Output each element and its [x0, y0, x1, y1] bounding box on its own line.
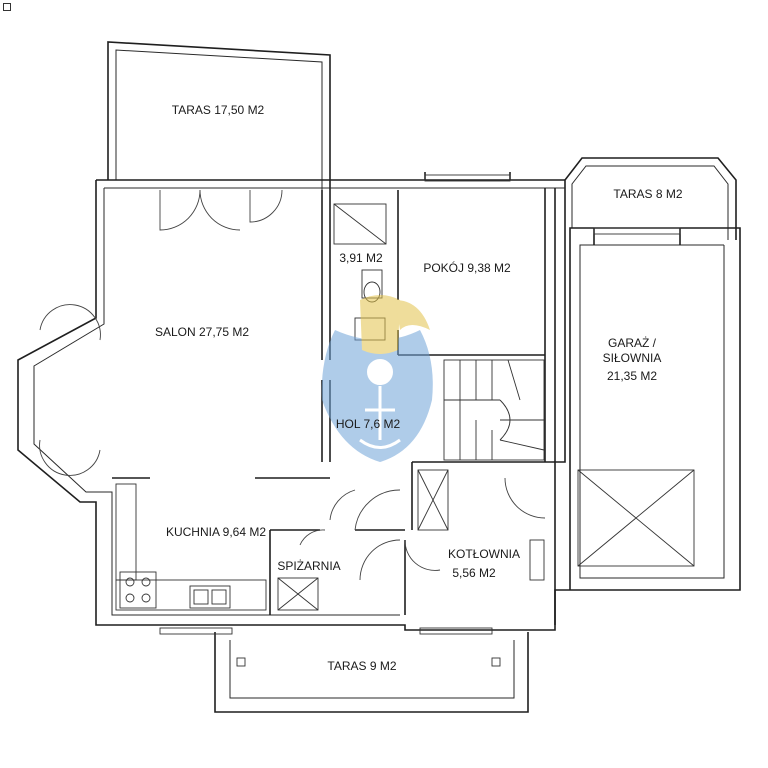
pantry-fixtures [277, 577, 319, 611]
label-lazienka: 3,91 M2 [339, 251, 383, 265]
label-kuchnia: KUCHNIA 9,64 M2 [166, 525, 266, 539]
staircase [443, 359, 545, 461]
label-garaz-3: 21,35 M2 [607, 369, 657, 383]
garage-fixtures [577, 469, 695, 567]
kitchen-counter-bottom [115, 579, 267, 611]
terrace-bottom [214, 632, 529, 713]
heraldic-crest-watermark [321, 295, 433, 462]
terrace-post [236, 657, 246, 667]
label-hol: HOL 7,6 M2 [336, 417, 401, 431]
label-spizarnia: SPIŻARNIA [277, 559, 340, 573]
doors [39, 174, 681, 635]
terrace-top [107, 41, 331, 190]
label-taras-bottom: TARAS 9 M2 [327, 659, 396, 673]
toilet [361, 269, 383, 299]
kitchen-sink [189, 585, 231, 609]
label-salon: SALON 27,75 M2 [155, 325, 249, 339]
kitchen-fixtures [115, 483, 267, 611]
cooktop [119, 571, 157, 609]
label-pokoj: POKÓJ 9,38 M2 [423, 260, 511, 275]
label-taras-top: TARAS 17,50 M2 [172, 103, 265, 117]
label-taras-right: TARAS 8 M2 [613, 187, 682, 201]
boiler-fixtures [417, 469, 545, 581]
label-kotlownia-2: 5,56 M2 [452, 566, 496, 580]
label-garaz-2: SIŁOWNIA [603, 351, 662, 365]
terrace-post [491, 657, 501, 667]
label-kotlownia-1: KOTŁOWNIA [448, 547, 520, 561]
corner-checkbox-mark [3, 3, 11, 11]
label-garaz-1: GARAŻ / [608, 336, 657, 350]
kitchen-counter-side [115, 483, 137, 581]
shower-tray [333, 203, 387, 245]
